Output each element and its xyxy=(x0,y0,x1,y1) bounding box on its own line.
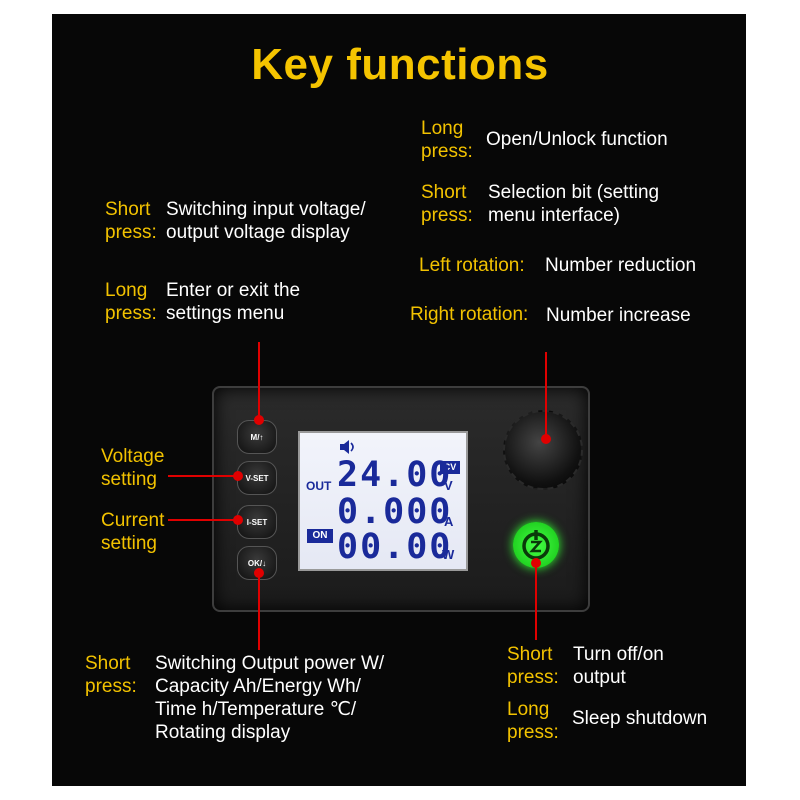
rotary-knob[interactable] xyxy=(503,410,583,490)
mode-pointer-line xyxy=(258,342,260,422)
mode-short-label-line2: press: xyxy=(105,222,157,243)
power-long-label-line2: press: xyxy=(507,722,559,743)
speaker-icon xyxy=(340,440,354,454)
knob-pointer-line xyxy=(545,352,547,438)
knob-right-rotation-label: Right rotation: xyxy=(410,304,529,325)
mode-short-label-line1: Short xyxy=(105,199,151,220)
lcd-out-label: OUT xyxy=(306,479,332,493)
mode-long-text-line2: settings menu xyxy=(166,303,285,324)
ok-pointer-dot xyxy=(254,568,264,578)
knob-short-label: Short press: xyxy=(421,181,473,227)
iset-pointer-dot xyxy=(233,515,243,525)
lcd-current-value: 0.000 xyxy=(337,492,453,532)
lcd-unit-watt: W xyxy=(442,547,455,562)
voltage-setting-label: Voltage setting xyxy=(101,445,164,491)
current-set-button[interactable]: I-SET xyxy=(237,505,277,539)
knob-short-text-line2: menu interface) xyxy=(488,205,621,226)
mode-short-text: Switching input voltage/ output voltage … xyxy=(166,198,366,244)
vset-pointer-dot xyxy=(233,471,243,481)
voltage-set-button[interactable]: V-SET xyxy=(237,461,277,495)
current-setting-label: Current setting xyxy=(101,509,164,555)
mode-long-text: Enter or exit the settings menu xyxy=(166,279,300,325)
voltage-setting-line1: Voltage xyxy=(101,446,165,467)
mode-up-button[interactable]: M/↑ xyxy=(237,420,277,454)
lcd-unit-volt: V xyxy=(444,478,453,493)
knob-short-label-line1: Short xyxy=(421,182,467,203)
power-short-text-line1: Turn off/on xyxy=(573,644,664,665)
knob-pointer-dot xyxy=(541,434,551,444)
power-long-label: Long press: xyxy=(507,698,559,744)
power-pointer-dot xyxy=(531,558,541,568)
ok-short-label-line2: press: xyxy=(85,676,137,697)
iset-pointer-line xyxy=(168,519,238,521)
ok-short-label-line1: Short xyxy=(85,653,131,674)
ok-short-text-line1: Switching Output power W/ xyxy=(155,653,385,674)
knob-long-label-line1: Long xyxy=(421,118,464,139)
power-short-label: Short press: xyxy=(507,643,559,689)
ok-short-text: Switching Output power W/ Capacity Ah/En… xyxy=(155,652,384,744)
ok-short-text-line3: Time h/Temperature ℃/ xyxy=(155,699,357,720)
mode-long-label: Long press: xyxy=(105,279,157,325)
mode-long-text-line1: Enter or exit the xyxy=(166,280,301,301)
knob-long-text: Open/Unlock function xyxy=(486,129,668,150)
power-short-label-line1: Short xyxy=(507,644,553,665)
mode-short-text-line2: output voltage display xyxy=(166,222,350,243)
lcd-cv-badge: CV xyxy=(440,461,460,474)
knob-right-rotation-text: Number increase xyxy=(546,305,691,326)
power-short-text-line2: output xyxy=(573,667,626,688)
knob-short-label-line2: press: xyxy=(421,205,473,226)
mode-long-label-line1: Long xyxy=(105,280,148,301)
lcd-unit-amp: A xyxy=(444,514,454,529)
knob-left-rotation-label: Left rotation: xyxy=(419,255,525,276)
lcd-voltage-value: 24.00 xyxy=(337,455,453,495)
voltage-setting-line2: setting xyxy=(101,469,157,490)
lcd-on-badge: ON xyxy=(307,529,333,543)
ok-short-text-line4: Rotating display xyxy=(155,722,291,743)
current-setting-line2: setting xyxy=(101,533,157,554)
lcd-power-value: 00.00 xyxy=(337,527,453,567)
current-setting-line1: Current xyxy=(101,510,165,531)
mode-short-text-line1: Switching input voltage/ xyxy=(166,199,366,220)
knob-short-text: Selection bit (setting menu interface) xyxy=(488,181,659,227)
knob-left-rotation-text: Number reduction xyxy=(545,255,697,276)
page-title: Key functions xyxy=(251,40,549,89)
vset-pointer-line xyxy=(168,475,238,477)
power-pointer-line xyxy=(535,562,537,640)
mode-long-label-line2: press: xyxy=(105,303,157,324)
mode-pointer-dot xyxy=(254,415,264,425)
lcd-display xyxy=(298,431,468,571)
power-long-label-line1: Long xyxy=(507,699,550,720)
knob-long-label: Long press: xyxy=(421,117,473,163)
ok-short-text-line2: Capacity Ah/Energy Wh/ xyxy=(155,676,361,697)
power-long-text: Sleep shutdown xyxy=(572,708,708,729)
ok-pointer-line xyxy=(258,572,260,650)
power-icon xyxy=(522,530,550,560)
knob-short-text-line1: Selection bit (setting xyxy=(488,182,660,203)
knob-long-label-line2: press: xyxy=(421,141,473,162)
power-short-text: Turn off/on output xyxy=(573,643,664,689)
power-short-label-line2: press: xyxy=(507,667,559,688)
ok-short-label: Short press: xyxy=(85,652,137,698)
mode-short-label: Short press: xyxy=(105,198,157,244)
